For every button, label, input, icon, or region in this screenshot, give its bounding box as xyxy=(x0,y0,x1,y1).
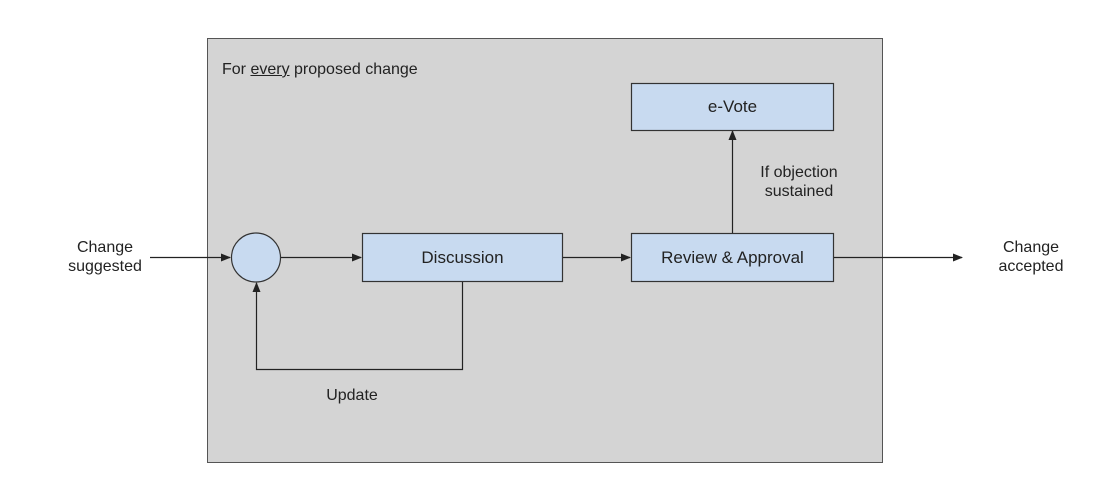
discussion-box[interactable] xyxy=(361,232,564,283)
output-label-line2: accepted xyxy=(998,258,1064,275)
evote-box[interactable] xyxy=(630,82,835,132)
objection-label-line1: If objection xyxy=(760,164,838,181)
merge-circle[interactable] xyxy=(230,232,282,283)
update-loop-arrow xyxy=(252,282,464,371)
input-label-line2: suggested xyxy=(68,258,142,275)
output-label: Change accepted xyxy=(966,238,1096,276)
input-label-line1: Change xyxy=(76,239,134,256)
objection-label: If objection sustained xyxy=(743,163,855,201)
output-label-line1: Change xyxy=(1002,239,1060,256)
review-box[interactable] xyxy=(630,232,835,283)
discussion-label: Discussion xyxy=(421,248,504,267)
evote-label: e-Vote xyxy=(707,97,758,116)
frame-title-prefix: For xyxy=(222,61,251,78)
review-label: Review & Approval xyxy=(661,248,804,267)
frame-title-emphasis: every xyxy=(250,61,290,78)
frame-title: For every proposed change xyxy=(222,60,418,79)
frame-title-suffix: proposed change xyxy=(289,61,418,78)
update-label: Update xyxy=(326,387,378,404)
input-label: Change suggested xyxy=(40,238,170,276)
objection-label-line2: sustained xyxy=(764,183,834,200)
